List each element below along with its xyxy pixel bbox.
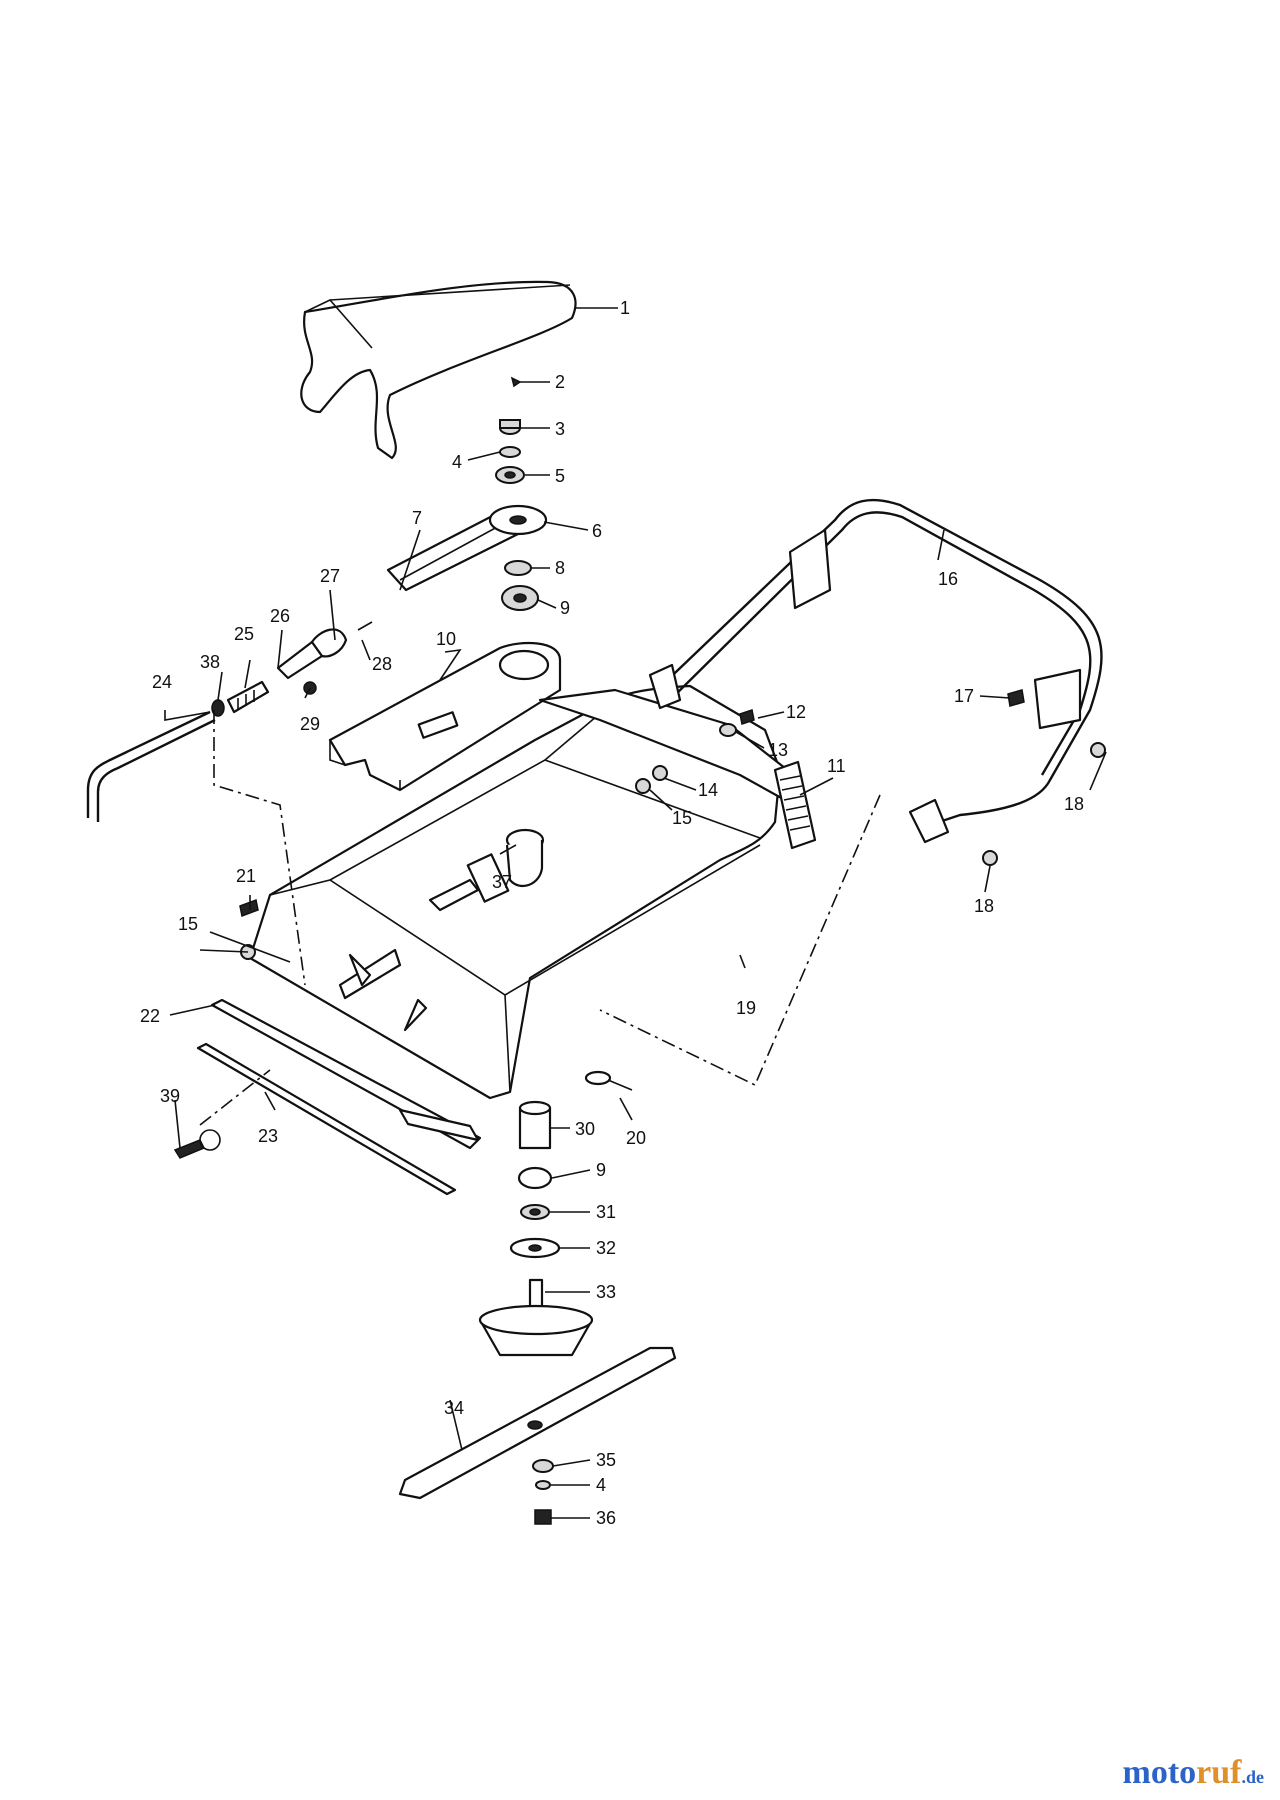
callout-23: 23 bbox=[258, 1126, 278, 1146]
callout-32: 32 bbox=[596, 1238, 616, 1258]
callout-21: 21 bbox=[236, 866, 256, 886]
callout-11: 11 bbox=[827, 756, 846, 776]
callout-16: 16 bbox=[938, 569, 958, 589]
leader-lines bbox=[164, 307, 1107, 1519]
callout-35: 35 bbox=[596, 1450, 616, 1470]
callout-18a: 18 bbox=[1064, 794, 1084, 814]
callout-9b: 9 bbox=[596, 1160, 606, 1180]
callout-26: 26 bbox=[270, 606, 290, 626]
callout-24: 24 bbox=[152, 672, 172, 692]
callout-10: 10 bbox=[436, 629, 456, 649]
callout-9: 9 bbox=[560, 598, 570, 618]
callout-39: 39 bbox=[160, 1086, 180, 1106]
callout-7: 7 bbox=[412, 508, 422, 528]
bolt-with-clip bbox=[173, 1129, 221, 1159]
top-hardware-stack bbox=[495, 376, 525, 484]
callout-8: 8 bbox=[555, 558, 565, 578]
adjust-rail-part bbox=[773, 760, 817, 850]
callout-4b: 4 bbox=[596, 1475, 606, 1495]
callout-13: 13 bbox=[768, 740, 788, 760]
watermark-brand-accent: ruf bbox=[1196, 1754, 1242, 1791]
callout-30: 30 bbox=[575, 1119, 595, 1139]
callout-12: 12 bbox=[786, 702, 806, 722]
height-adjust-lever bbox=[86, 621, 373, 822]
callout-14: 14 bbox=[698, 780, 718, 800]
callout-27: 27 bbox=[320, 566, 340, 586]
spindle-stack bbox=[478, 1100, 594, 1357]
mower-blade bbox=[398, 1346, 677, 1525]
front-bars bbox=[196, 998, 482, 1196]
small-fasteners bbox=[209, 689, 1106, 963]
callout-22: 22 bbox=[140, 1006, 160, 1026]
callout-29: 29 bbox=[300, 714, 320, 734]
callout-38: 38 bbox=[200, 652, 220, 672]
top-cover-part bbox=[300, 280, 577, 460]
callout-5: 5 bbox=[555, 466, 565, 486]
callout-34: 34 bbox=[444, 1398, 464, 1418]
callout-20: 20 bbox=[626, 1128, 646, 1148]
callout-6: 6 bbox=[592, 521, 602, 541]
watermark-tld: .de bbox=[1241, 1767, 1265, 1787]
assembly-lines bbox=[199, 710, 881, 1126]
callout-15: 15 bbox=[672, 808, 692, 828]
callout-33: 33 bbox=[596, 1282, 616, 1302]
callout-36: 36 bbox=[596, 1508, 616, 1528]
callout-4: 4 bbox=[452, 452, 462, 472]
push-handle-bar bbox=[648, 498, 1103, 844]
callout-37: 37 bbox=[492, 872, 512, 892]
mounting-plate bbox=[328, 641, 562, 792]
callout-18b: 18 bbox=[974, 896, 994, 916]
motoruf-watermark-logo: motoruf.de bbox=[1123, 1754, 1264, 1792]
callout-31: 31 bbox=[596, 1202, 616, 1222]
callout-3: 3 bbox=[555, 419, 565, 439]
mower-deck-housing bbox=[248, 684, 792, 1100]
watermark-brand: moto bbox=[1122, 1754, 1197, 1791]
callout-1: 1 bbox=[620, 298, 630, 318]
callout-2: 2 bbox=[555, 372, 565, 392]
callout-28: 28 bbox=[372, 654, 392, 674]
callout-19: 19 bbox=[736, 998, 756, 1018]
callout-17: 17 bbox=[954, 686, 974, 706]
belt-and-pulley bbox=[386, 504, 548, 611]
callout-15b: 15 bbox=[178, 914, 198, 934]
deck-bolt bbox=[584, 1070, 633, 1091]
callout-labels: 1 2 3 4 5 6 7 8 9 10 11 12 13 14 15 16 1… bbox=[140, 298, 1084, 1528]
callout-25: 25 bbox=[234, 624, 254, 644]
